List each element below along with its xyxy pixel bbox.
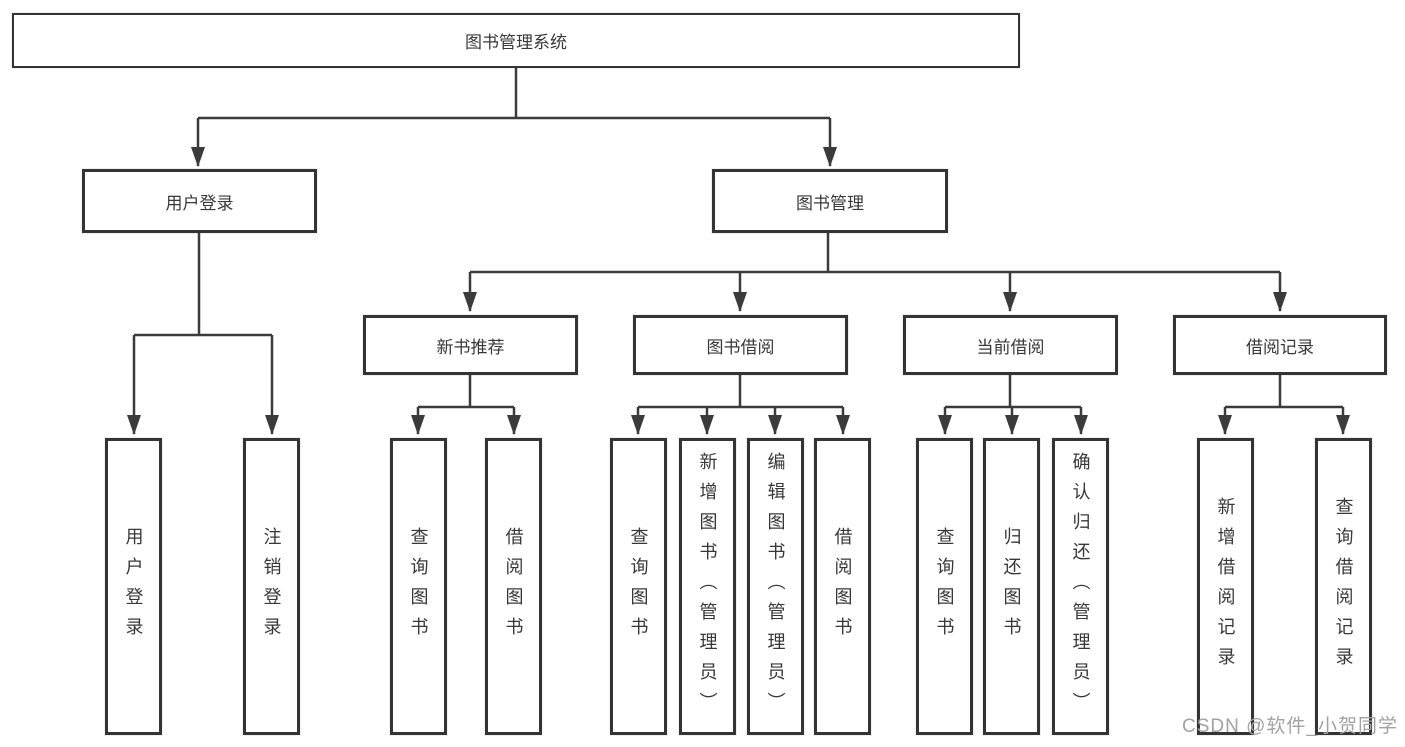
connector-group-current-borrow bbox=[938, 375, 1088, 435]
leaf-edit-books-admin: 编辑图书（管理员） bbox=[747, 438, 804, 735]
leaf-return-books-label: 归还图书 bbox=[1001, 526, 1022, 647]
node-user-login: 用户登录 bbox=[82, 169, 317, 233]
node-borrow-records: 借阅记录 bbox=[1173, 315, 1387, 375]
watermark: CSDN @软件_小贺同学 bbox=[1182, 716, 1398, 737]
node-current-borrow: 当前借阅 bbox=[903, 315, 1118, 375]
leaf-query-borrow-record-label: 查询借阅记录 bbox=[1333, 496, 1354, 677]
leaf-user-login-label: 用户登录 bbox=[123, 526, 144, 647]
node-book-borrow-label: 图书借阅 bbox=[706, 337, 775, 357]
node-current-borrow-label: 当前借阅 bbox=[976, 337, 1045, 357]
connector-group-book-management bbox=[463, 233, 1287, 312]
node-root-system: 图书管理系统 bbox=[12, 13, 1020, 68]
node-user-login-label: 用户登录 bbox=[165, 193, 234, 213]
connector-group-user-login bbox=[127, 233, 279, 435]
connector-group-root bbox=[191, 68, 837, 167]
leaf-borrow-books-recommend-label: 借阅图书 bbox=[503, 526, 524, 647]
leaf-query-books-borrow: 查询图书 bbox=[610, 438, 667, 735]
node-book-borrow: 图书借阅 bbox=[633, 315, 848, 375]
leaf-logout-label: 注销登录 bbox=[261, 526, 282, 647]
leaf-edit-books-admin-label: 编辑图书（管理员） bbox=[765, 451, 786, 722]
leaf-query-books-current: 查询图书 bbox=[916, 438, 973, 735]
leaf-add-books-admin: 新增图书（管理员） bbox=[679, 438, 736, 735]
leaf-add-borrow-record: 新增借阅记录 bbox=[1197, 438, 1254, 735]
leaf-user-login: 用户登录 bbox=[105, 438, 162, 735]
node-new-book-recommend: 新书推荐 bbox=[363, 315, 578, 375]
leaf-query-books-recommend: 查询图书 bbox=[390, 438, 447, 735]
connector-group-borrow-records bbox=[1218, 375, 1350, 435]
connector-group-book-borrow bbox=[631, 375, 850, 435]
leaf-logout: 注销登录 bbox=[243, 438, 300, 735]
leaf-borrow-books-recommend: 借阅图书 bbox=[485, 438, 542, 735]
leaf-borrow-books-label: 借阅图书 bbox=[832, 526, 853, 647]
leaf-query-books-recommend-label: 查询图书 bbox=[408, 526, 429, 647]
leaf-return-books: 归还图书 bbox=[983, 438, 1040, 735]
leaf-add-books-admin-label: 新增图书（管理员） bbox=[697, 451, 718, 722]
leaf-confirm-return-admin-label: 确认归还（管理员） bbox=[1070, 451, 1091, 722]
leaf-confirm-return-admin: 确认归还（管理员） bbox=[1052, 438, 1109, 735]
node-new-book-recommend-label: 新书推荐 bbox=[436, 337, 505, 357]
leaf-query-books-borrow-label: 查询图书 bbox=[628, 526, 649, 647]
node-book-management-label: 图书管理 bbox=[796, 193, 864, 213]
connector-group-new-book-recommend bbox=[411, 375, 521, 435]
leaf-borrow-books: 借阅图书 bbox=[814, 438, 871, 735]
leaf-query-books-current-label: 查询图书 bbox=[934, 526, 955, 647]
leaf-add-borrow-record-label: 新增借阅记录 bbox=[1215, 496, 1236, 677]
leaf-query-borrow-record: 查询借阅记录 bbox=[1315, 438, 1372, 735]
node-root-label: 图书管理系统 bbox=[465, 33, 567, 52]
node-borrow-records-label: 借阅记录 bbox=[1246, 337, 1314, 357]
node-book-management: 图书管理 bbox=[712, 169, 948, 233]
